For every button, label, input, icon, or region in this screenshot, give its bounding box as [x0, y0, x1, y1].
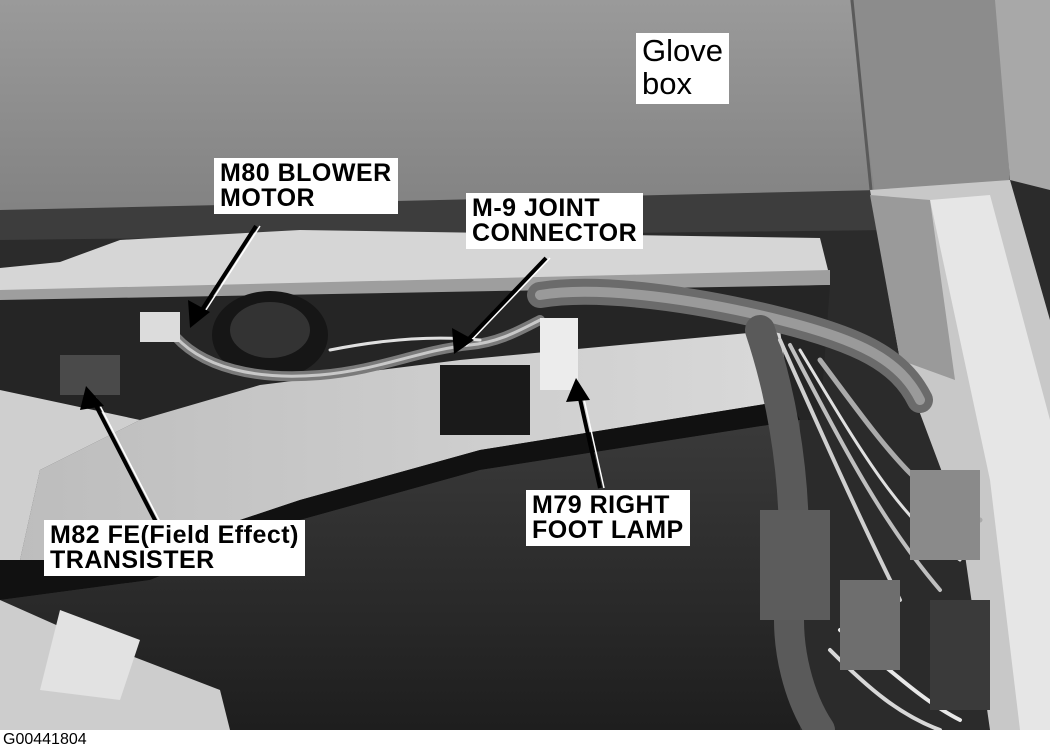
joint-connector-label-line-2: CONNECTOR	[472, 219, 638, 247]
image-id-caption: G00441804	[3, 731, 87, 748]
glove-box-label-line-1: Glove	[642, 33, 723, 68]
right-foot-lamp-label-line-1: M79 RIGHT	[532, 491, 670, 519]
right-foot-lamp-label-line-2: FOOT LAMP	[532, 516, 684, 544]
fe-transister-label: M82 FE(Field Effect) TRANSISTER	[44, 520, 305, 576]
fe-transister-label-line-1: M82 FE(Field Effect)	[50, 521, 299, 549]
right-foot-lamp-label: M79 RIGHT FOOT LAMP	[526, 490, 690, 546]
glove-box-label: Glove box	[636, 33, 729, 105]
photo	[0, 0, 1050, 730]
blower-motor-label: M80 BLOWER MOTOR	[214, 158, 398, 214]
glove-box-shape	[0, 0, 880, 215]
blower-motor-label-line-2: MOTOR	[220, 184, 316, 212]
blower-motor-label-line-1: M80 BLOWER	[220, 159, 392, 187]
fe-transister-label-line-2: TRANSISTER	[50, 546, 215, 574]
joint-connector-label: M-9 JOINT CONNECTOR	[466, 193, 644, 249]
joint-connector-label-line-1: M-9 JOINT	[472, 194, 601, 222]
glove-box-label-line-2: box	[642, 65, 692, 101]
